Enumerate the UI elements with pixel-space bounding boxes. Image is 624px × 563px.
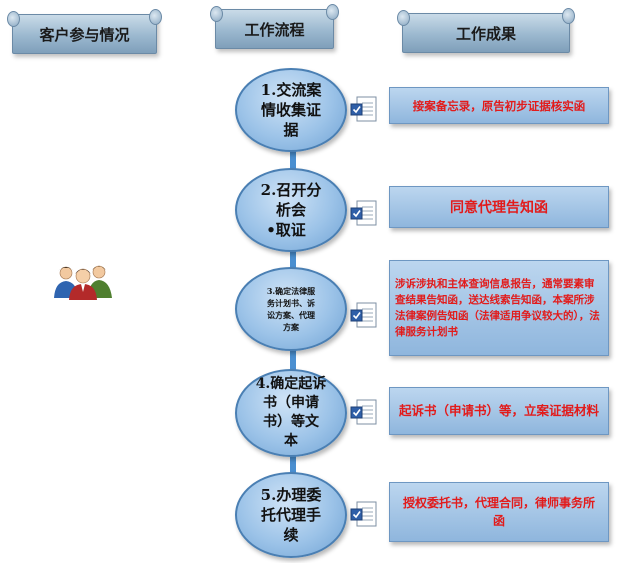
step-1-line-2: 情收集证 (260, 101, 321, 119)
step-4-line-4: 本 (284, 433, 298, 449)
step-3-line-4: 方案 (283, 322, 299, 332)
people-group-icon (54, 265, 112, 300)
header-workflow-label: 工作流程 (244, 20, 305, 39)
step-1-result-text: 接案备忘录，原告初步证据核实函 (412, 98, 586, 113)
step-3-line-1: 3.确定法律服 (266, 286, 316, 296)
step-4-line-1: 4.确定起诉 (255, 376, 327, 392)
document-check-icon (350, 399, 377, 425)
step-2-line-1: 2.召开分 (260, 181, 322, 199)
step-5-result-text: 授权委托书，代理合同，律师事务所函 (402, 496, 595, 528)
step-2-line-2: 析会 (275, 201, 306, 219)
step-2-line-3: •取证 (266, 221, 306, 239)
header-workflow: 工作流程 (210, 4, 339, 49)
step-3-result: 涉诉涉执和主体查询信息报告，通常要素审查结果告知函，送达线索告知函，本案所涉法律… (389, 260, 609, 356)
step-1-result: 接案备忘录，原告初步证据核实函 (389, 87, 609, 124)
step-2-result: 同意代理告知函 (389, 186, 609, 228)
step-3-line-3: 讼方案、代理 (267, 310, 315, 320)
header-client-participation: 客户参与情况 (7, 9, 162, 54)
step-1-line-3: 据 (283, 121, 299, 139)
step-1-line-1: 1.交流案 (260, 81, 322, 99)
step-5-line-1: 5.办理委 (260, 486, 322, 504)
step-5-circle: 5.办理委 托代理手 续 (235, 472, 347, 558)
step-5-line-2: 托代理手 (260, 506, 321, 524)
step-3-circle: 3.确定法律服 务计划书、诉 讼方案、代理 方案 (235, 267, 347, 351)
step-4-circle: 4.确定起诉 书（申请 书）等文 本 (235, 369, 347, 457)
step-5-result: 授权委托书，代理合同，律师事务所函 (389, 482, 609, 542)
step-4-line-3: 书）等文 (263, 414, 319, 430)
step-2-result-text: 同意代理告知函 (450, 200, 548, 216)
header-client-participation-label: 客户参与情况 (39, 25, 130, 44)
header-work-results: 工作成果 (397, 8, 575, 53)
document-check-icon (350, 96, 377, 122)
step-4-result-text: 起诉书（申请书）等，立案证据材料 (398, 403, 599, 418)
step-3-line-2: 务计划书、诉 (267, 298, 315, 308)
step-4-line-2: 书（申请 (263, 395, 319, 411)
step-4-result: 起诉书（申请书）等，立案证据材料 (389, 387, 609, 435)
step-1-circle: 1.交流案 情收集证 据 (235, 68, 347, 152)
document-check-icon (350, 302, 377, 328)
document-check-icon (350, 200, 377, 226)
document-check-icon (350, 501, 377, 527)
step-5-line-3: 续 (283, 526, 299, 544)
step-3-result-text: 涉诉涉执和主体查询信息报告，通常要素审查结果告知函，送达线索告知函，本案所涉法律… (395, 278, 600, 338)
header-work-results-label: 工作成果 (455, 24, 516, 43)
step-2-circle: 2.召开分 析会 •取证 (235, 168, 347, 252)
